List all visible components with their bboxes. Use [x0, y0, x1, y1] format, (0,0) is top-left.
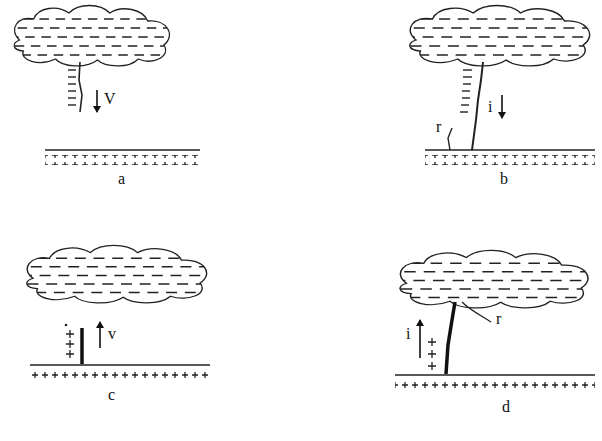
- current-label: i: [488, 98, 492, 116]
- panel-letter: b: [500, 170, 508, 188]
- velocity-label: v: [108, 325, 116, 343]
- streamer-label: r: [436, 118, 441, 136]
- streamer-label: r: [496, 310, 501, 328]
- panel-letter: c: [108, 386, 115, 404]
- current-label: i: [406, 325, 410, 343]
- panel-letter: d: [502, 398, 510, 416]
- panel-letter: a: [118, 170, 125, 188]
- velocity-label: V: [104, 90, 116, 108]
